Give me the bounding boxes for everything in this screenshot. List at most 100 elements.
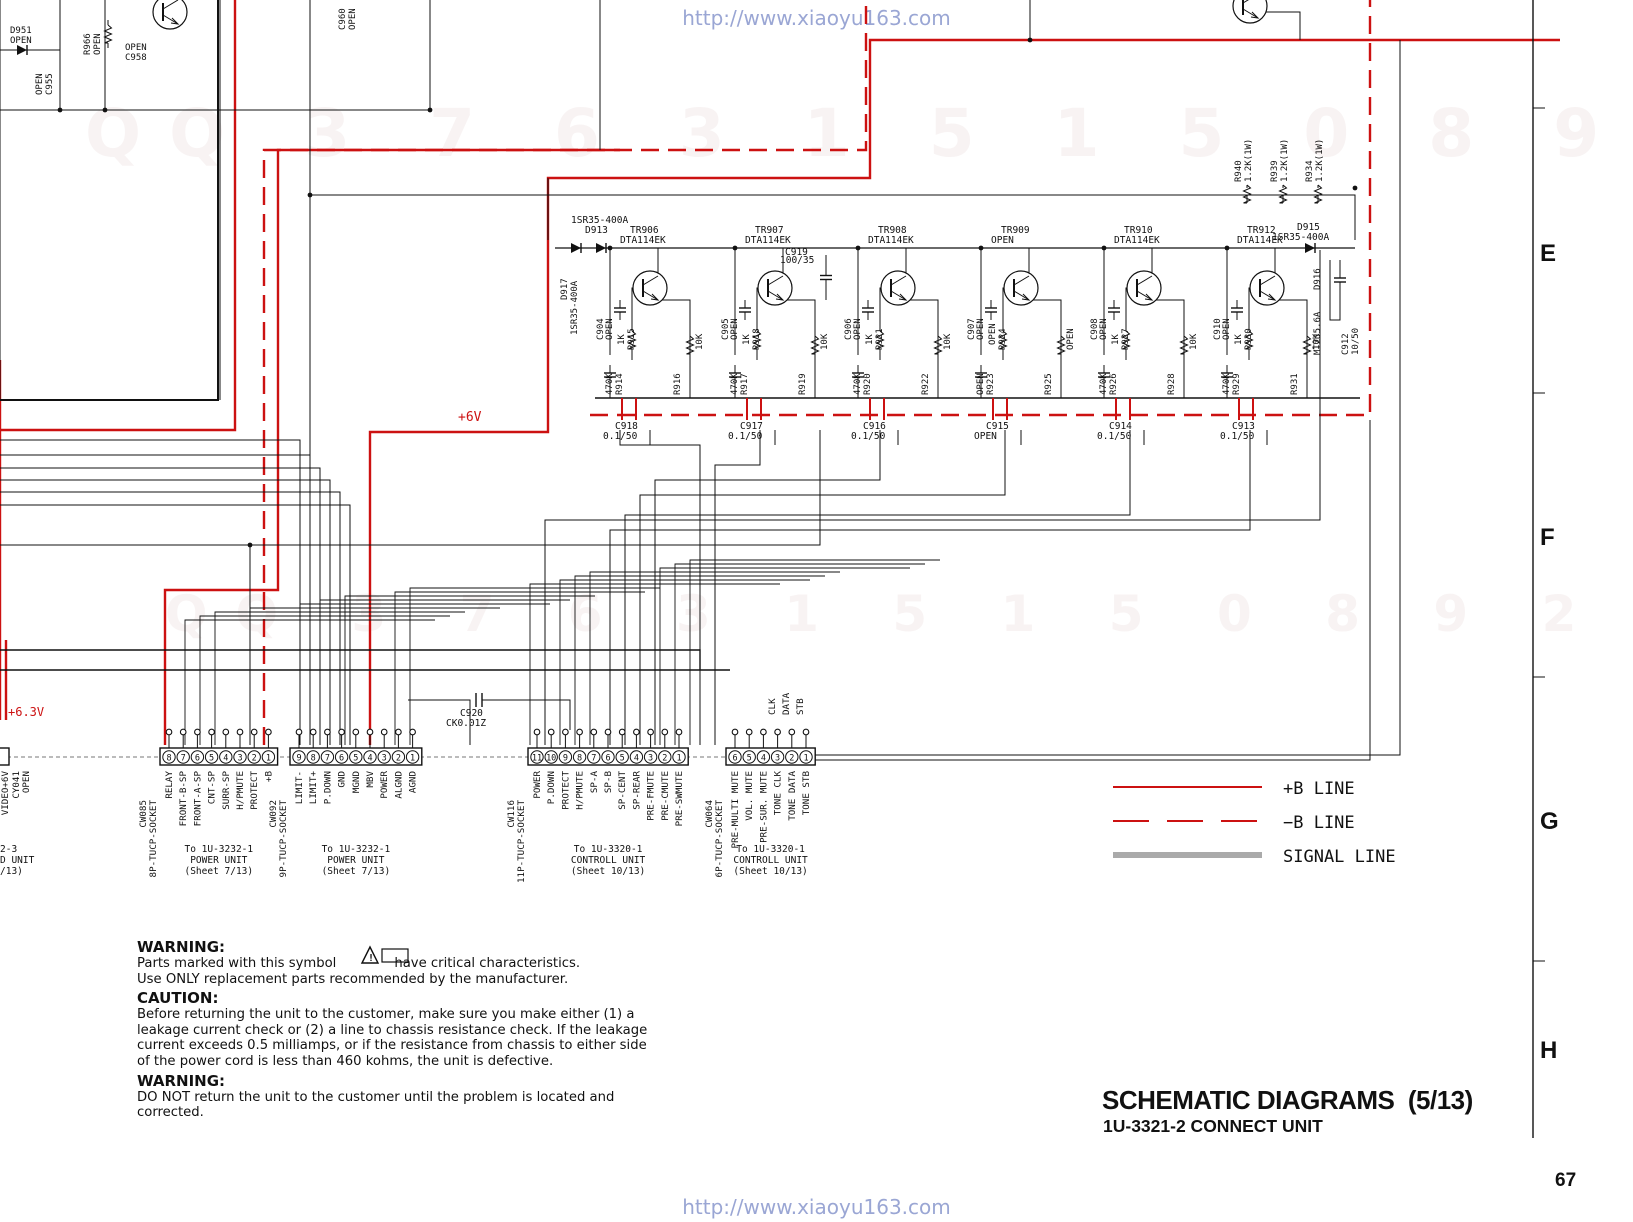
connector-terminal <box>409 728 416 736</box>
stage-output-resistor <box>1302 335 1312 355</box>
top-transistor <box>152 0 188 30</box>
connector-type: 11P-TUCP-SOCKET <box>516 800 527 883</box>
connector-name: CW116 <box>506 800 517 828</box>
stage-transistor-tr908 <box>880 270 916 306</box>
connector-terminal <box>576 728 583 736</box>
c912-value: 10/50 <box>1351 328 1361 355</box>
stage-transistor-ref: TR912 <box>1247 225 1276 236</box>
r966-resistor <box>103 24 113 44</box>
wires <box>0 0 1560 761</box>
connector-feed-wire <box>214 611 465 745</box>
connector-terminal <box>547 728 555 736</box>
connector-terminal <box>661 728 669 736</box>
warning2-line: DO NOT return the unit to the customer u… <box>137 1089 615 1105</box>
top-resistor-2 <box>1313 184 1323 204</box>
stage-bias-resistor-ref: R914 <box>615 373 625 395</box>
c919-value: 100/35 <box>780 255 814 266</box>
connector-name: CW064 <box>704 800 715 828</box>
connector-pin-number: 6 <box>195 754 200 764</box>
connector-pin-label: PROTECT <box>560 771 571 810</box>
caution-heading: CAUTION: <box>137 989 219 1008</box>
svg-text:!: ! <box>368 953 374 964</box>
connector-terminal <box>352 728 360 736</box>
connector-pin-number: 4 <box>223 754 228 764</box>
zone-label-h: H <box>1540 1037 1558 1064</box>
warning-heading-1: WARNING: <box>137 938 226 956</box>
stage-input-cap-value: OPEN <box>605 318 615 340</box>
connector-pin <box>247 750 261 764</box>
connector-pin-number: 9 <box>563 754 568 764</box>
signal-bus-wire <box>0 504 351 745</box>
connector-pin <box>233 750 247 764</box>
connector-pin-label: TONE CLK <box>773 771 784 816</box>
connector-cy041-housing <box>0 747 10 766</box>
stage-output-resistor-value: 10K <box>943 333 953 350</box>
stage-transistor-tr910-arrow <box>1144 293 1154 301</box>
stage-output-cap-value: 0.1/50 <box>1220 431 1255 442</box>
connector-destination: (Sheet 7/13) <box>322 866 391 877</box>
connector-destination: To 1U-3232-1 <box>184 844 253 855</box>
connector-type: 6P-TUCP-SOCKET <box>714 800 725 878</box>
connector-pin-label: MBV <box>365 771 376 788</box>
connector-pin <box>391 750 406 764</box>
d917-type: 1SR35-400A <box>570 280 580 335</box>
stage-output-cap-value: 0.1/50 <box>851 431 886 442</box>
connector-terminal <box>265 728 272 736</box>
stage-base-resistor-ref: R921 <box>875 328 885 350</box>
stage-output-cap-value: 0.1/50 <box>1097 431 1132 442</box>
connector-pin-label: PROTECT <box>249 771 260 810</box>
plus-b-rail <box>163 148 620 745</box>
ground-wire <box>0 0 219 401</box>
stage-bias-resistor-value: 470K <box>1099 373 1109 395</box>
stage-transistor-type: OPEN <box>991 235 1014 246</box>
connector-pin-label: TONE DATA <box>787 771 798 821</box>
plus-b-rail <box>0 0 237 432</box>
connector-pin-label: GND <box>337 771 348 788</box>
connector-pin-number: 6 <box>605 754 610 764</box>
connector-pin-number: 7 <box>325 754 330 764</box>
connector-terminal <box>760 728 767 736</box>
warning-text-2: Use ONLY replacement parts recommended b… <box>137 971 569 987</box>
stage-base-resistor-value: 1K <box>1234 334 1244 345</box>
stage-base-resistor-value: 1K <box>1111 334 1121 345</box>
connector-pin-label: SP-CENT <box>617 771 628 810</box>
stage-transistor-tr909-collector <box>1013 290 1030 301</box>
connector-destination: (Sheet 7/13) <box>184 866 253 877</box>
connector-pin <box>785 750 799 764</box>
stage-transistor-tr906-arrow <box>650 293 660 301</box>
connector-feed-wire <box>559 579 810 745</box>
d951-diode <box>17 45 27 55</box>
warning-symbol: ! <box>360 945 409 964</box>
connector-pin-number: 10 <box>546 754 556 764</box>
connector-feed-wire <box>674 563 925 745</box>
left-connector-destination: D UNIT <box>0 855 35 866</box>
connector-pin-label: PRE-FMUTE <box>646 771 657 821</box>
connector-pin-label: PRE-CMUTE <box>660 771 671 821</box>
url-watermark-top: http://www.xiaoyu163.com <box>682 6 951 30</box>
connector-pin-label: SP-REAR <box>631 771 642 810</box>
diagram-subtitle: 1U-3321-2 CONNECT UNIT <box>1103 1116 1323 1136</box>
r966-label: R966 <box>83 33 93 55</box>
connector-pin <box>601 750 615 764</box>
connector-pin-number: 9 <box>296 754 301 764</box>
top-resistor-ref: R934 <box>1305 160 1315 182</box>
stage-transistor-tr912-emitter <box>1259 275 1276 286</box>
stage-bias-resistor-value: 470K <box>853 373 863 395</box>
top-resistor-ref: R940 <box>1234 160 1244 182</box>
connector-pin-number: 5 <box>620 754 625 764</box>
stage-transistor-ref: TR909 <box>1001 225 1030 236</box>
stage-bias-resistor-value: 470K <box>1222 373 1232 395</box>
url-watermark-bottom: http://www.xiaoyu163.com <box>682 1195 951 1219</box>
d915-diode <box>1305 243 1315 253</box>
stage-transistor-ref: TR910 <box>1124 225 1153 236</box>
connector-terminal <box>380 728 388 736</box>
connector-terminal <box>562 728 569 736</box>
stage-output-resistor-ref: R919 <box>798 373 808 395</box>
connector-pin <box>643 750 658 764</box>
stage-output-resistor-ref: R928 <box>1167 373 1177 395</box>
connector-terminal <box>309 728 317 736</box>
stage-transistor-tr912-collector <box>1259 290 1276 301</box>
cw064-signal-label: DATA <box>781 692 792 715</box>
stage-transistor-tr908-arrow <box>898 293 908 301</box>
